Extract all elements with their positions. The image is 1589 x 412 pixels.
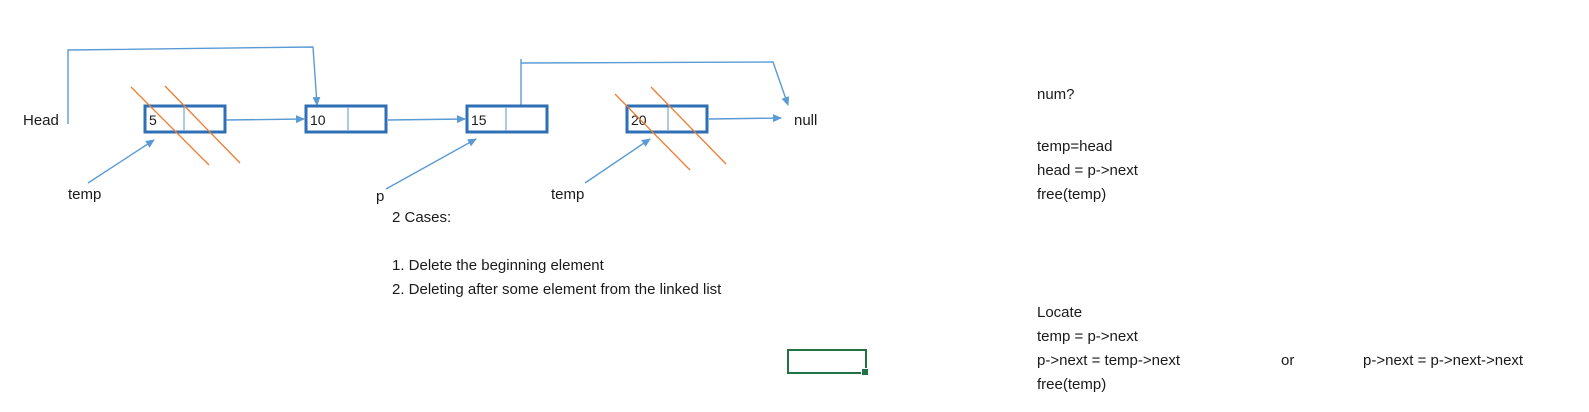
arrow-5-to-10 (225, 115, 305, 124)
cross-line-node-20-b (650, 86, 727, 165)
fill-handle[interactable] (861, 368, 869, 376)
temp-right-pointer-arrow (584, 138, 651, 184)
cross-line-node-20-a (614, 93, 691, 171)
selected-cell[interactable] (787, 349, 869, 376)
node-5-value: 5 (149, 112, 157, 128)
cases-heading: 2 Cases: (392, 209, 452, 226)
p-label: p (376, 188, 385, 205)
alternative-statement: p->next = p->next->next (1363, 352, 1524, 369)
head-label: Head (23, 112, 59, 129)
or-label: or (1281, 352, 1295, 369)
p-pointer-arrow (385, 138, 477, 190)
temp-left-pointer-arrow (87, 139, 155, 184)
node-15: 15 (465, 104, 549, 134)
node-10: 10 (304, 104, 388, 134)
node-10-value: 10 (310, 112, 326, 128)
null-label: null (794, 112, 818, 129)
node-15-value: 15 (471, 112, 487, 128)
skip-link-line-top (520, 61, 790, 106)
case-item-1: 1. Delete the beginning element (392, 257, 604, 274)
arrow-20-to-null (708, 114, 782, 123)
case1-line-2: head = p->next (1037, 162, 1138, 179)
case2-line-3: p->next = temp->next (1037, 352, 1180, 369)
cross-line-node-5-b (164, 85, 241, 164)
node-5: 5 (143, 104, 227, 134)
case-item-2: 2. Deleting after some element from the … (392, 281, 722, 298)
node-20-value: 20 (631, 112, 647, 128)
cross-line-node-5-a (130, 86, 210, 166)
temp-right-label: temp (551, 186, 585, 203)
temp-left-label: temp (68, 186, 102, 203)
case1-line-1: temp=head (1037, 138, 1113, 155)
node-20: 20 (625, 104, 709, 134)
arrow-10-to-15 (387, 115, 466, 124)
question-note: num? (1037, 86, 1075, 103)
head-link-line (67, 46, 321, 124)
case2-line-2: temp = p->next (1037, 328, 1138, 345)
case2-line-4: free(temp) (1037, 376, 1107, 393)
case2-line-1: Locate (1037, 304, 1083, 321)
case1-line-3: free(temp) (1037, 186, 1107, 203)
